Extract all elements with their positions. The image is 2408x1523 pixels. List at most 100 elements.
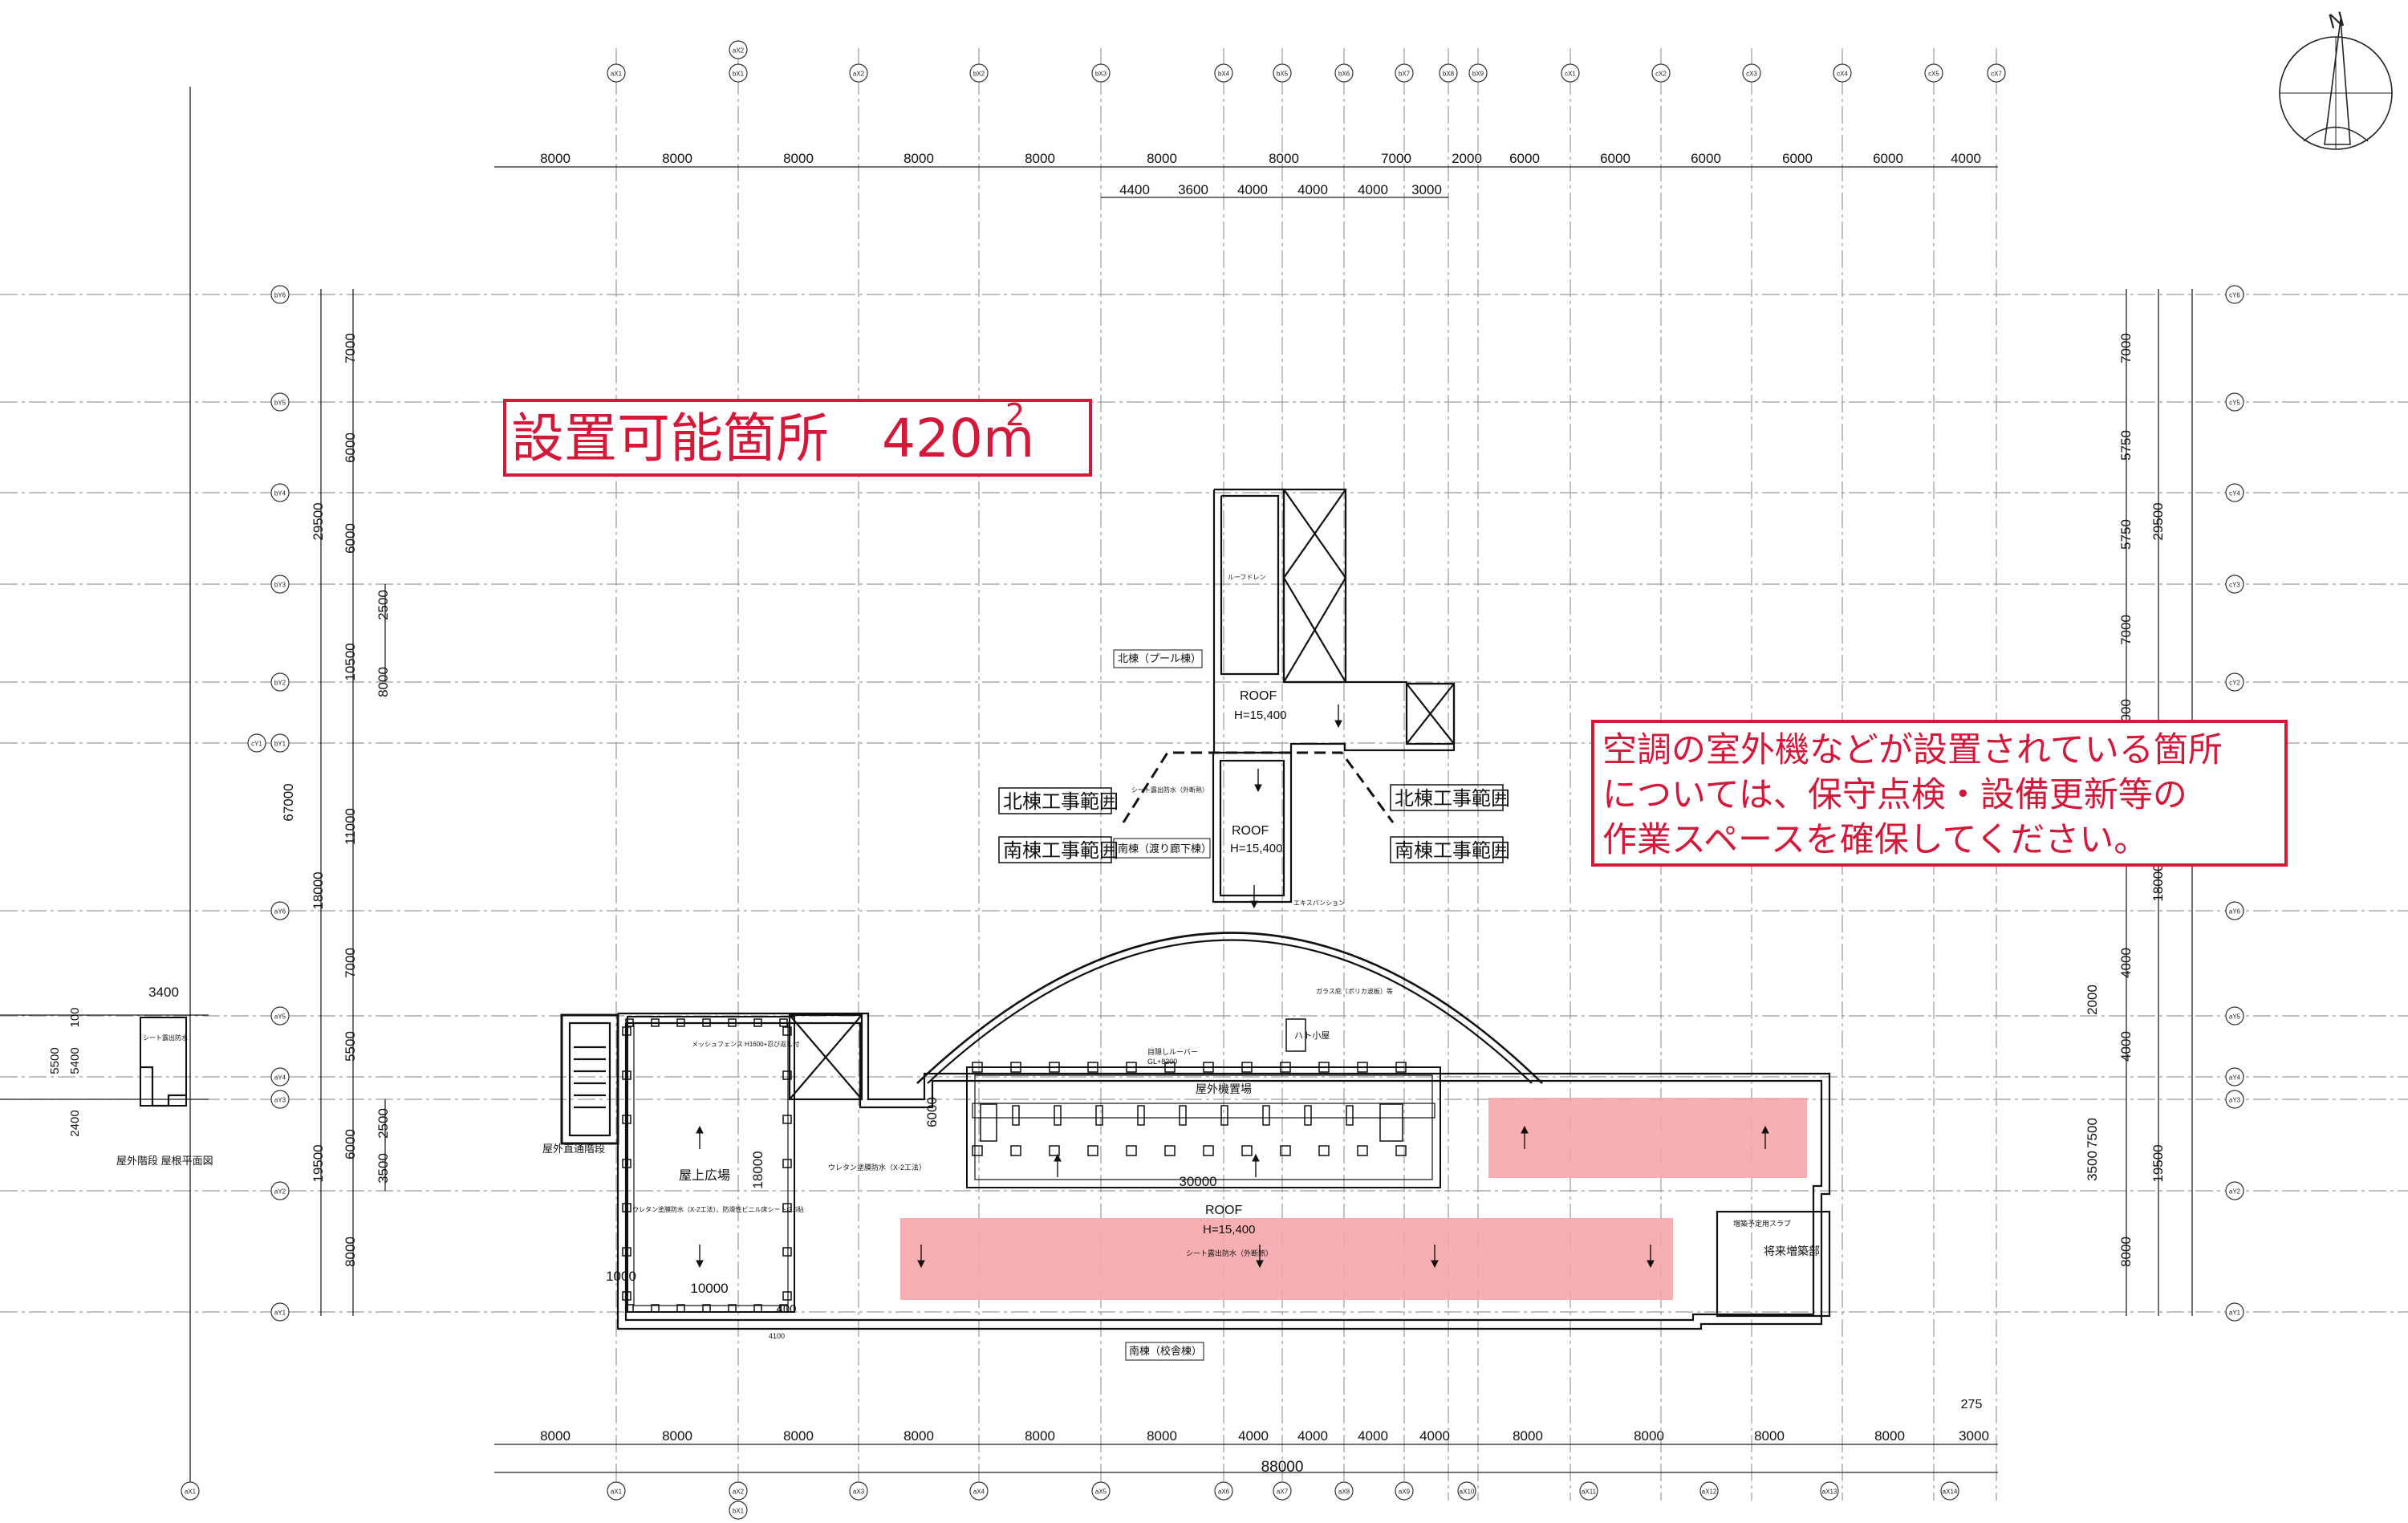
label-outdoor-units: 屋外機置場 — [1196, 1082, 1252, 1095]
grid-bubble-right: cY2 — [2225, 672, 2244, 692]
arch-canopy — [916, 932, 1543, 1084]
svg-text:aX1: aX1 — [611, 71, 623, 78]
svg-text:aY6: aY6 — [2229, 908, 2241, 916]
svg-text:aY2: aY2 — [274, 1188, 286, 1196]
svg-text:bX1: bX1 — [733, 1508, 745, 1515]
svg-text:aX2: aX2 — [733, 1488, 745, 1496]
label-drain: ルーフドレン — [1228, 574, 1266, 581]
svg-text:aX2: aX2 — [853, 71, 865, 78]
dimension-text: 8000 — [904, 1428, 934, 1444]
svg-text:aX10: aX10 — [1460, 1488, 1475, 1496]
installable-zone-upper — [1488, 1098, 1807, 1178]
dimension-text: 8000 — [904, 151, 934, 166]
future-extension — [1716, 1210, 1831, 1318]
grid-bubble-left: aY6 — [270, 901, 290, 920]
grid-bubble-bottom: aX7 — [1273, 1481, 1292, 1501]
svg-text:aX5: aX5 — [1095, 1488, 1107, 1496]
label-south-scope-left: 南棟工事範囲 — [1003, 840, 1119, 862]
grid-bubble-right: aY6 — [2225, 901, 2244, 920]
dimension-text: 4000 — [1419, 1428, 1450, 1444]
label-bridge: 南棟（渡り廊下棟） — [1118, 843, 1212, 855]
dimension-text: 7000 — [343, 333, 358, 363]
label-arch-note: ガラス庇（ポリカ波板）等 — [1316, 987, 1393, 995]
svg-text:bX5: bX5 — [1277, 71, 1289, 78]
grid-bubble-bottom-extra: bX1 — [729, 1501, 748, 1520]
svg-text:bX9: bX9 — [1472, 71, 1484, 78]
svg-text:bX6: bX6 — [1338, 71, 1350, 78]
svg-text:cX2: cX2 — [1655, 71, 1667, 78]
label-stair-direct: 屋外直通階段 — [542, 1143, 605, 1155]
grid-bubble-right: aY2 — [2225, 1181, 2244, 1200]
grid-bubble-top: aX1 — [607, 63, 626, 83]
svg-text:cY5: cY5 — [2229, 400, 2240, 407]
svg-text:aX8: aX8 — [1338, 1488, 1350, 1496]
grid-bubble-right: cY4 — [2225, 483, 2244, 502]
dimension-text: 6000 — [343, 523, 358, 554]
dimension-text: 6000 — [1600, 151, 1630, 166]
grid-bubble-top: cX1 — [1561, 63, 1580, 83]
north-wing-void — [1282, 488, 1347, 684]
svg-text:aX3: aX3 — [853, 1488, 865, 1496]
grid-bubble-left: bY2 — [270, 672, 290, 692]
grid-bubble-right: cY6 — [2225, 285, 2244, 304]
svg-text:aY4: aY4 — [274, 1074, 286, 1082]
dimension-text: 5400 — [68, 1047, 82, 1074]
svg-text:cY2: cY2 — [2229, 680, 2240, 687]
label-stair-sheet: シート露出防水 — [143, 1034, 188, 1042]
label-urethane: ウレタン塗膜防水（X-2工法） — [828, 1163, 926, 1172]
dimension-text: 10000 — [690, 1281, 728, 1296]
grid-bubble-left: bY1 — [270, 733, 290, 753]
dimension-text: 6000 — [1509, 151, 1540, 166]
grid-bubble-left: aY5 — [270, 1006, 290, 1025]
svg-text:aY4: aY4 — [2229, 1074, 2241, 1082]
svg-text:bX7: bX7 — [1399, 71, 1411, 78]
dimension-text: 8000 — [1025, 151, 1055, 166]
grid-bubble-top: bX6 — [1334, 63, 1354, 83]
dimension-text: 5500 — [343, 1031, 358, 1062]
label-future-slab: 増築予定用スラブ — [1733, 1219, 1791, 1228]
grid-bubble-top: bX8 — [1439, 63, 1458, 83]
grid-bubble-top-extra: aX2 — [729, 40, 748, 59]
dimension-text: 10500 — [343, 643, 358, 680]
dimension-text: 8000 — [1147, 151, 1177, 166]
dimension-text: 100 — [68, 1007, 82, 1027]
grid-bubble-left: bY5 — [270, 392, 290, 412]
label-south-wing: 南棟（校舎棟） — [1129, 1345, 1202, 1357]
north-wing-inner — [1220, 494, 1280, 676]
dimension-text: 4000 — [1951, 151, 1981, 166]
dimension-text: 8000 — [540, 1428, 571, 1444]
svg-text:cY6: cY6 — [2229, 292, 2240, 299]
grid-bubble-left: bY6 — [270, 285, 290, 304]
dimension-text: 7000 — [1381, 151, 1411, 166]
dimension-text: 8000 — [783, 151, 814, 166]
building-outlines — [140, 488, 1831, 1330]
svg-text:bY5: bY5 — [274, 400, 286, 407]
dimension-text: 3000 — [1411, 182, 1442, 197]
svg-text:aX1: aX1 — [611, 1488, 623, 1496]
dimension-text: 4000 — [1237, 182, 1268, 197]
dimension-text: 8000 — [2118, 1237, 2134, 1267]
plaza-outline — [627, 1016, 795, 1313]
grid-bubble-top: bX9 — [1468, 63, 1488, 83]
svg-text:cX5: cX5 — [1928, 71, 1939, 78]
grid-bubble-left-extra: cY1 — [247, 733, 266, 753]
grid-bubble-bottom: aX13 — [1820, 1481, 1839, 1501]
dimension-text: 5750 — [2118, 430, 2134, 461]
grid-bubble-left: bY3 — [270, 575, 290, 594]
grid-bubble-right: cY5 — [2225, 392, 2244, 412]
svg-text:aY3: aY3 — [274, 1097, 286, 1104]
grid-bubble-top: aX2 — [849, 63, 868, 83]
dimension-text: 3400 — [148, 985, 179, 1000]
dimension-text: 8000 — [1754, 1428, 1785, 1444]
dimension-text: 88000 — [1261, 1459, 1304, 1476]
dimension-text: 3600 — [1178, 182, 1208, 197]
grid-bubble-bottom: aX3 — [849, 1481, 868, 1501]
dimension-text: 8000 — [1874, 1428, 1905, 1444]
label-north-scope-left: 北棟工事範囲 — [1003, 791, 1119, 813]
dimension-text: 8000 — [343, 1237, 358, 1267]
dimension-text: 8000 — [1269, 151, 1299, 166]
dimension-text: 8000 — [662, 1428, 692, 1444]
dimension-text: 4100 — [769, 1332, 785, 1340]
grid-bubble-top: bX7 — [1395, 63, 1414, 83]
